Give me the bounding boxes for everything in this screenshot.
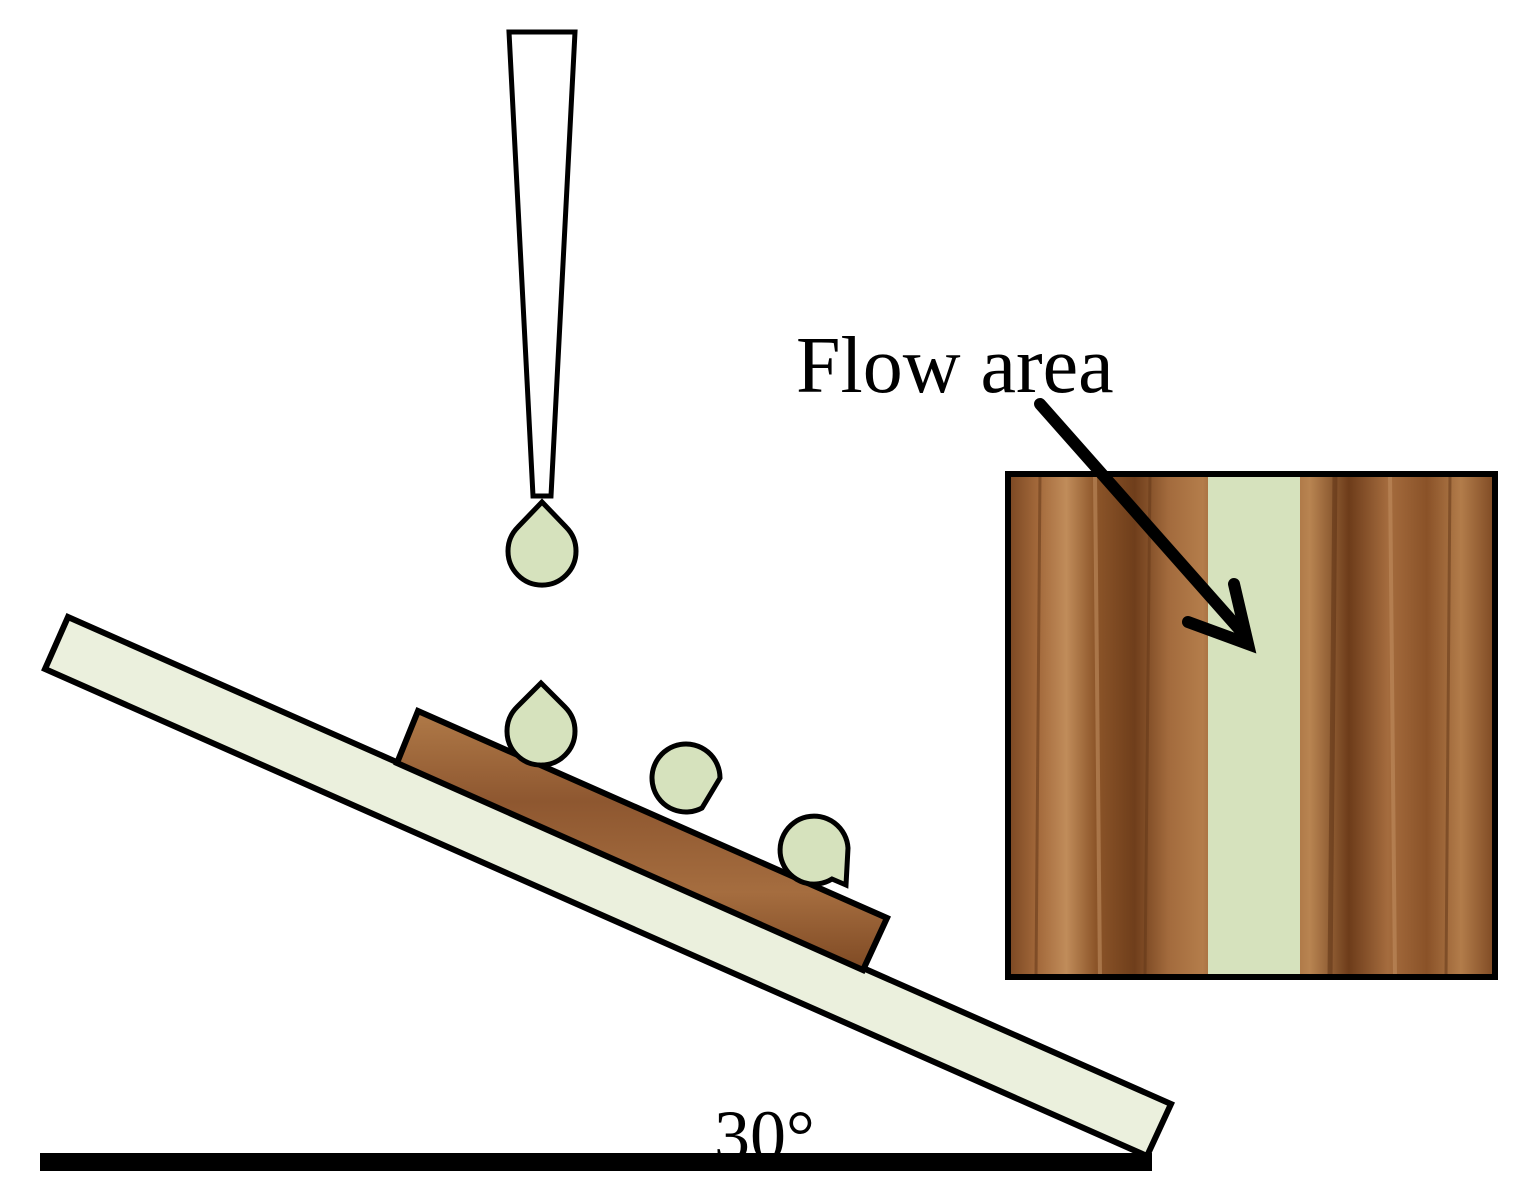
inclined-plate: [41, 613, 1176, 1160]
droplet-icon: [777, 813, 851, 889]
droplet-icon: [505, 498, 579, 588]
droplet-icon: [504, 679, 578, 768]
wood-specimen: [393, 707, 892, 974]
specimen-top-view: [1005, 471, 1498, 980]
flow-area-label: Flow area: [796, 322, 1114, 410]
angle-label: 30°: [714, 1096, 815, 1176]
pipette-icon: [506, 29, 578, 499]
flow-area-strip: [1208, 474, 1300, 977]
droplet-icon: [649, 741, 723, 815]
arrow-icon: [1034, 398, 1257, 654]
